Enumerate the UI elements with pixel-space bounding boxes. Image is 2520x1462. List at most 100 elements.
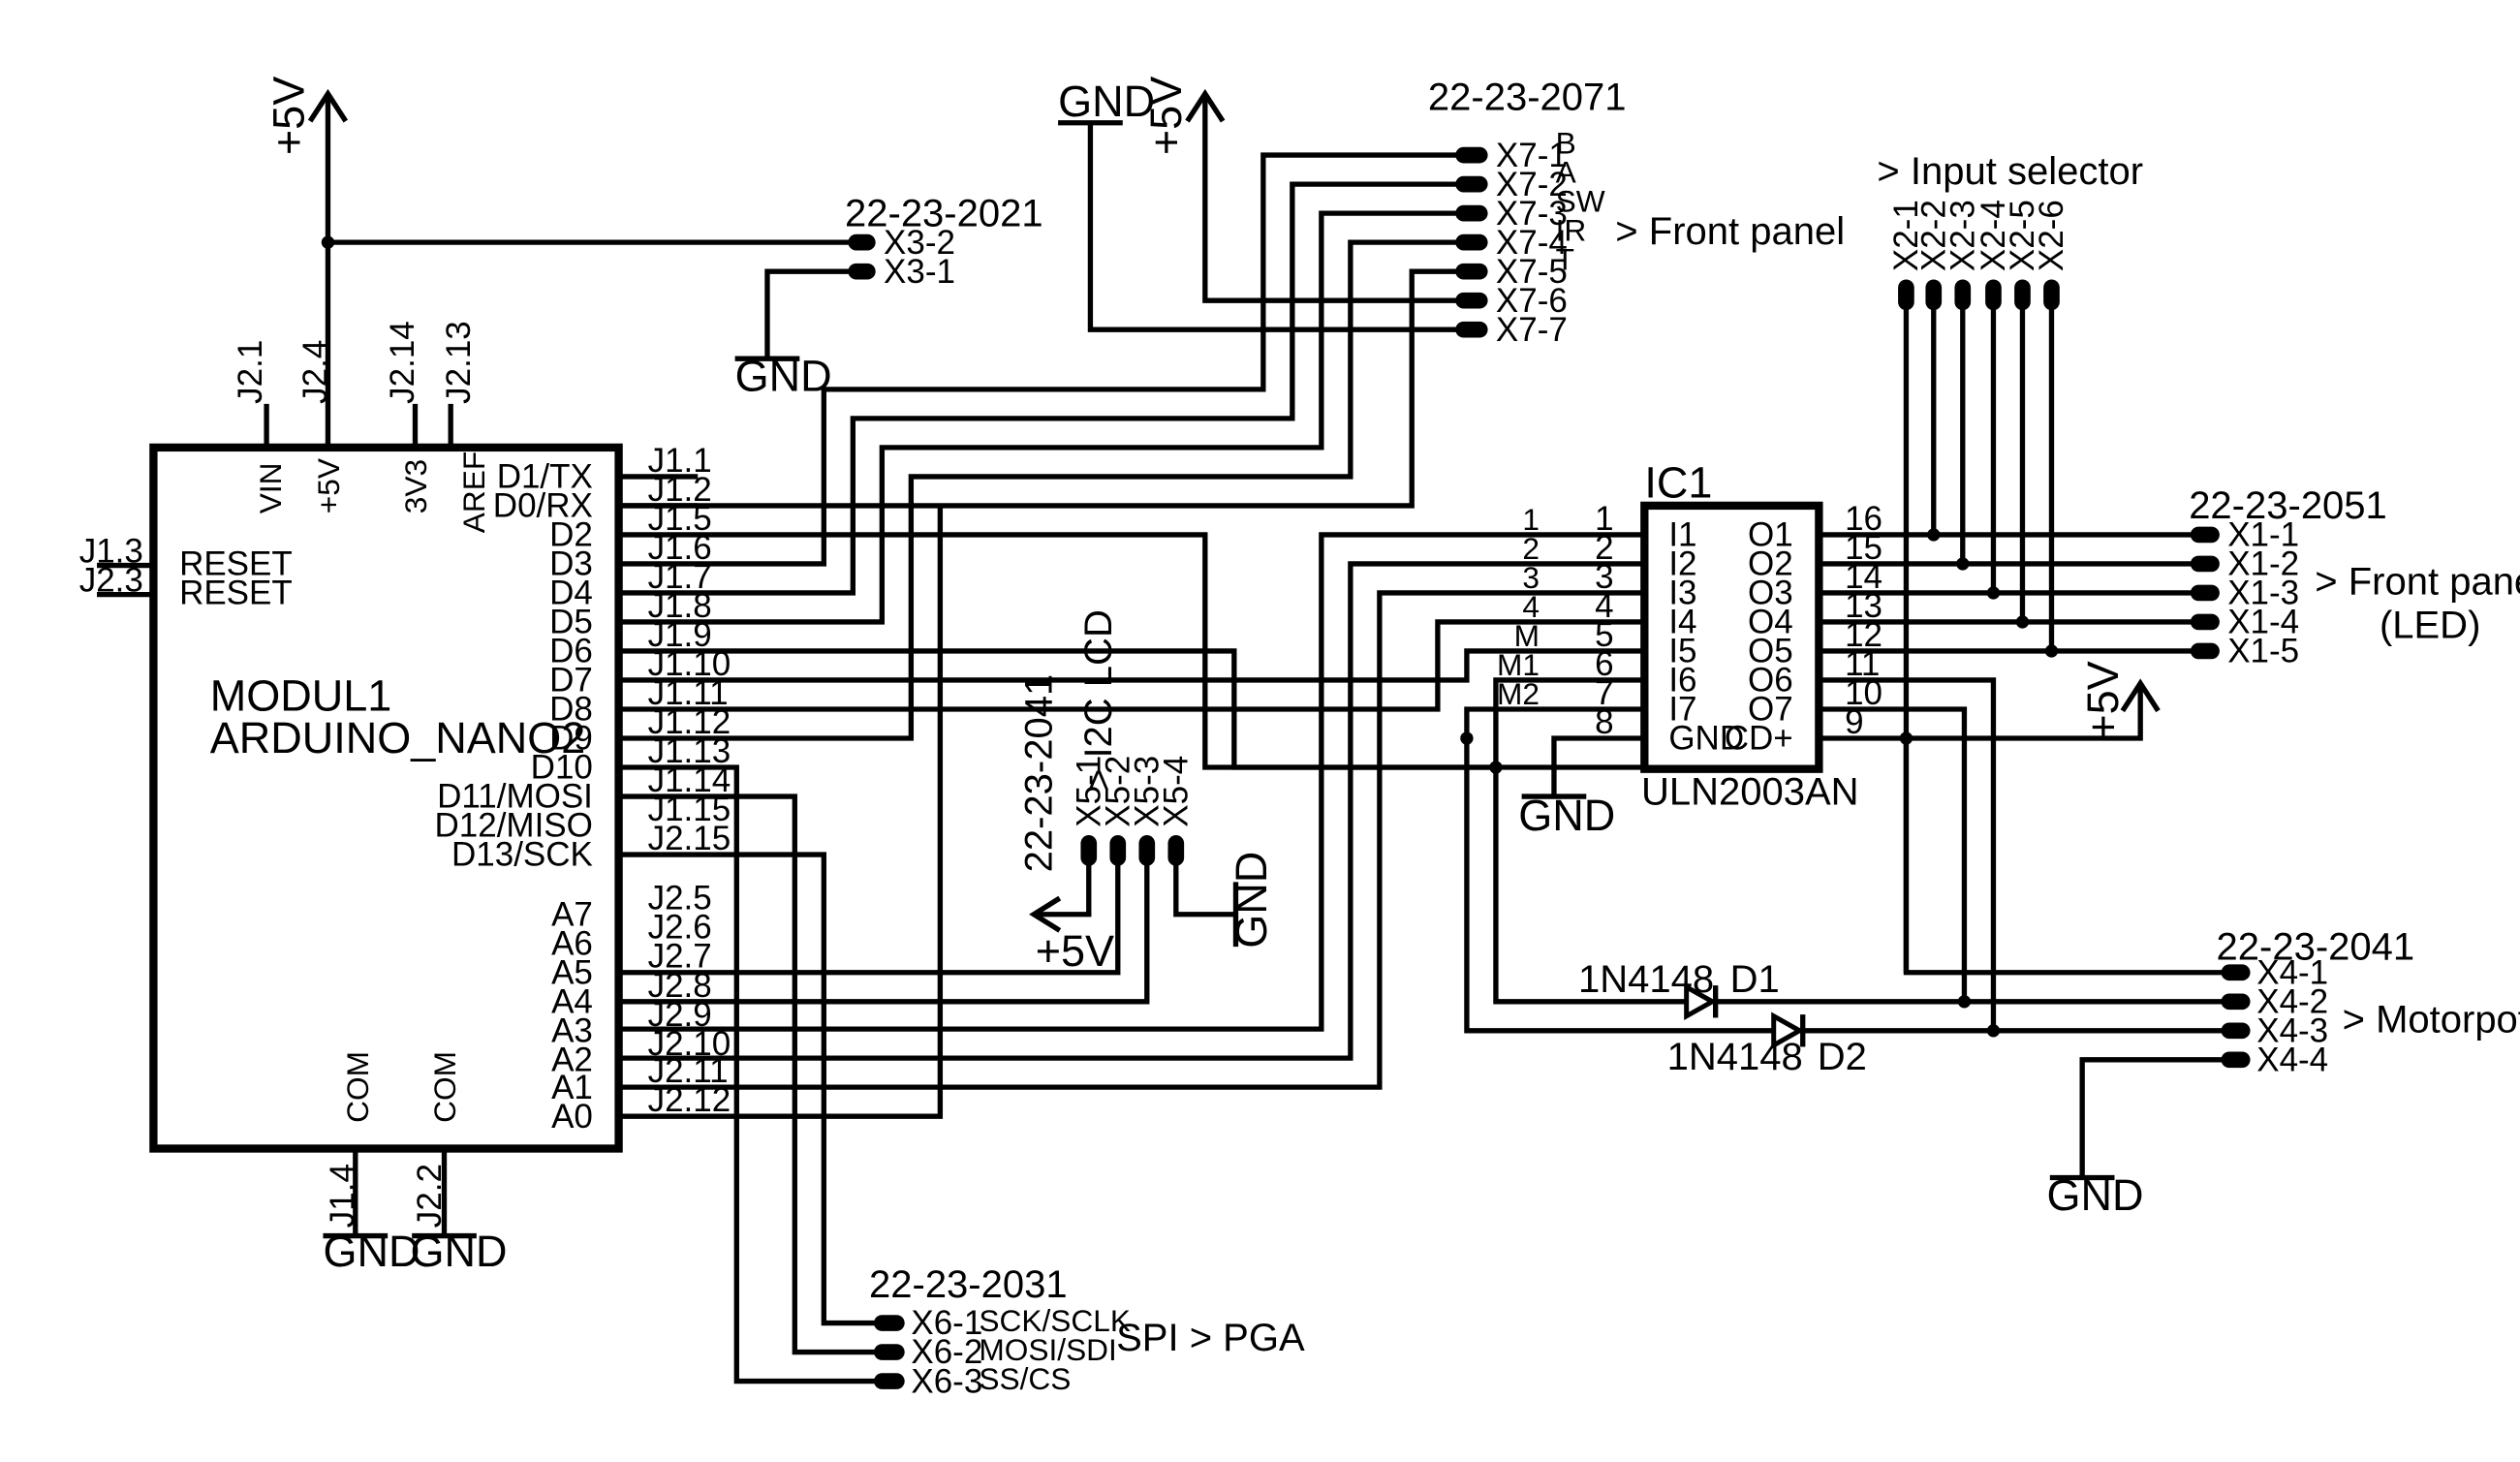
- gnd-label-com-2: GND: [410, 1227, 507, 1276]
- pin-label-d9: D9: [549, 720, 593, 758]
- ic1-pin-num-4: 4: [1595, 587, 1613, 625]
- x7-part: 22-23-2071: [1428, 76, 1627, 118]
- x1-pin-2: X1-2: [2227, 545, 2299, 583]
- gnd-label-ic1: GND: [1518, 791, 1615, 840]
- ic1-pin-num-2: 2: [1595, 529, 1613, 567]
- x4-pin-2: X4-2: [2256, 982, 2328, 1020]
- x3-part: 22-23-2021: [845, 192, 1043, 234]
- pin-ref-j1-3: J1.3: [79, 532, 143, 570]
- x1-junction-4: [2015, 615, 2030, 629]
- pin-label-d4: D4: [549, 575, 593, 612]
- pin-ref-j2-3: J2.3: [79, 561, 143, 599]
- ic1-pin-name-o1: O1: [1748, 516, 1793, 554]
- x1-pin-5: X1-5: [2227, 633, 2299, 670]
- pin-label-a0: A0: [551, 1098, 593, 1135]
- x2-pins: X2-1X2-2X2-3X2-4X2-5X2-6: [1887, 200, 2070, 973]
- ic1-pin-name-i6: I6: [1668, 662, 1696, 700]
- x2-pin-3: X2-3: [1944, 200, 1981, 271]
- gnd-label-x4: GND: [2046, 1170, 2143, 1220]
- pin-label-a7: A7: [551, 895, 593, 933]
- x6-signal-mosi-sdi: MOSI/SDI: [979, 1332, 1116, 1367]
- ic1-pin-num-8: 8: [1595, 703, 1613, 741]
- ic1-net-4: 4: [1522, 589, 1540, 624]
- ic1-pin-num-5: 5: [1595, 616, 1613, 654]
- x4-pin-1: X4-1: [2256, 953, 2328, 991]
- connector-x3: GND 22-23-2021 X3-2 X3-1: [321, 192, 1043, 401]
- x1-junction-3: [1986, 586, 2001, 600]
- pin-label-a3: A3: [551, 1011, 593, 1049]
- ic1-pin-name-i2: I2: [1668, 545, 1696, 583]
- vcc-arrow-x5-icon: [1029, 895, 1062, 933]
- x7-signal-sw: SW: [1556, 183, 1605, 218]
- ic1-pin-num-6: 6: [1595, 645, 1613, 683]
- ic1-pin-num-1: 1: [1595, 500, 1613, 538]
- x2-pin-1: X2-1: [1887, 200, 1925, 271]
- connector-x1: 22-23-2051 > Front panel (LED) X1-1X1-2X…: [1819, 484, 2520, 670]
- diode-d1-icon: [1684, 982, 1719, 1021]
- ic1-pin-num-7: 7: [1595, 674, 1613, 712]
- ic1-pin-name-o3: O3: [1748, 575, 1793, 612]
- x6-pin-2: X6-2: [911, 1333, 982, 1371]
- pin-label-vin: VIN: [253, 462, 288, 513]
- gnd-label-com-1: GND: [323, 1227, 420, 1276]
- ic1-pin-name-i7: I7: [1668, 691, 1696, 729]
- pin-label-aref: AREF: [456, 451, 491, 533]
- x7-pin-3: X7-3: [1496, 195, 1568, 233]
- x2-pin-5: X2-5: [2004, 200, 2041, 271]
- vcc-arrow-ic1-icon: [2120, 678, 2161, 713]
- d1-part: 1N4148: [1578, 958, 1714, 1001]
- x6-part: 22-23-2031: [869, 1263, 1068, 1306]
- pin-ref-j1-1: J1.1: [648, 442, 712, 480]
- x1-pin-1: X1-1: [2227, 516, 2299, 554]
- pin-ref-j2-14: J2.14: [384, 321, 421, 404]
- x7-pin-4: X7-4: [1496, 224, 1568, 262]
- x7-pin-5: X7-5: [1496, 253, 1568, 291]
- x1-dest-led: (LED): [2380, 605, 2480, 647]
- connector-x5: 22-23-2041 > I2C LCD X5-1X5-2X5-3X5-4 +5…: [618, 609, 1276, 1005]
- module-part: ARDUINO_NANO2: [210, 713, 586, 762]
- ic1-pin-name-o4: O4: [1748, 604, 1793, 641]
- pin-label-d11-mosi: D11/MOSI: [437, 778, 593, 816]
- pin-ref-j2-1: J2.1: [232, 340, 269, 404]
- x2-pin-6: X2-6: [2033, 200, 2070, 271]
- pin-label-d10: D10: [531, 749, 593, 787]
- wires-misc: [618, 505, 944, 1119]
- x4-pin-3: X4-3: [2256, 1011, 2328, 1049]
- x7-signal-ir: IR: [1556, 212, 1587, 247]
- vcc-label-ic1: +5V: [2078, 661, 2128, 739]
- pin-ref-j2-15: J2.15: [648, 820, 731, 857]
- pin-label-d13-sck: D13/SCK: [451, 836, 593, 874]
- x1-pin-3: X1-3: [2227, 575, 2299, 612]
- x1-pin-4: X1-4: [2227, 604, 2299, 641]
- x5-part: 22-23-2041: [1017, 674, 1060, 873]
- pin-ref-j2-6: J2.6: [648, 909, 712, 947]
- x1-junction-5: [2044, 644, 2059, 658]
- x7-signal-t: T: [1556, 241, 1574, 276]
- pin-ref-j2-13: J2.13: [440, 321, 478, 404]
- pin-label-reset-1: RESET: [179, 545, 293, 583]
- ic1-pin-name-o7: O7: [1748, 691, 1793, 729]
- pin-ref-j2-2: J2.2: [411, 1164, 449, 1228]
- x7-pin-6: X7-6: [1496, 282, 1568, 320]
- x5-pin-4: X5-4: [1157, 756, 1195, 827]
- ic1-pin-name-o5: O5: [1748, 633, 1793, 670]
- x4-dest: > Motorpot: [2343, 998, 2520, 1041]
- ic1-pin-name-gnd: GND: [1668, 720, 1744, 758]
- x4-pin-4: X4-4: [2256, 1041, 2328, 1078]
- connector-x7: GND +5V 22-23-2071 > Front panel X7-1BX7…: [1058, 76, 1845, 349]
- pin-label-com-2: COM: [427, 1051, 462, 1123]
- x1-part: 22-23-2051: [2189, 484, 2387, 527]
- x7-pin-7: X7-7: [1496, 311, 1568, 349]
- pin-label-com-1: COM: [340, 1051, 375, 1123]
- vcc-arrow-icon: [307, 88, 349, 123]
- vcc-label-x5: +5V: [1036, 926, 1114, 976]
- x1-pins: X1-1X1-2X1-3X1-4X1-5: [1819, 516, 2299, 670]
- gnd-label-x7: GND: [1058, 77, 1155, 126]
- ic1-pin-num-16: 16: [1845, 500, 1882, 538]
- d2-ref: D2: [1818, 1036, 1867, 1078]
- ic1-pin-name-o2: O2: [1748, 545, 1793, 583]
- x6-pin-1: X6-1: [911, 1304, 982, 1342]
- ic1-uln2003: IC1 ULN2003AN I111I222I333I444I55MI66M1I…: [1497, 458, 2161, 840]
